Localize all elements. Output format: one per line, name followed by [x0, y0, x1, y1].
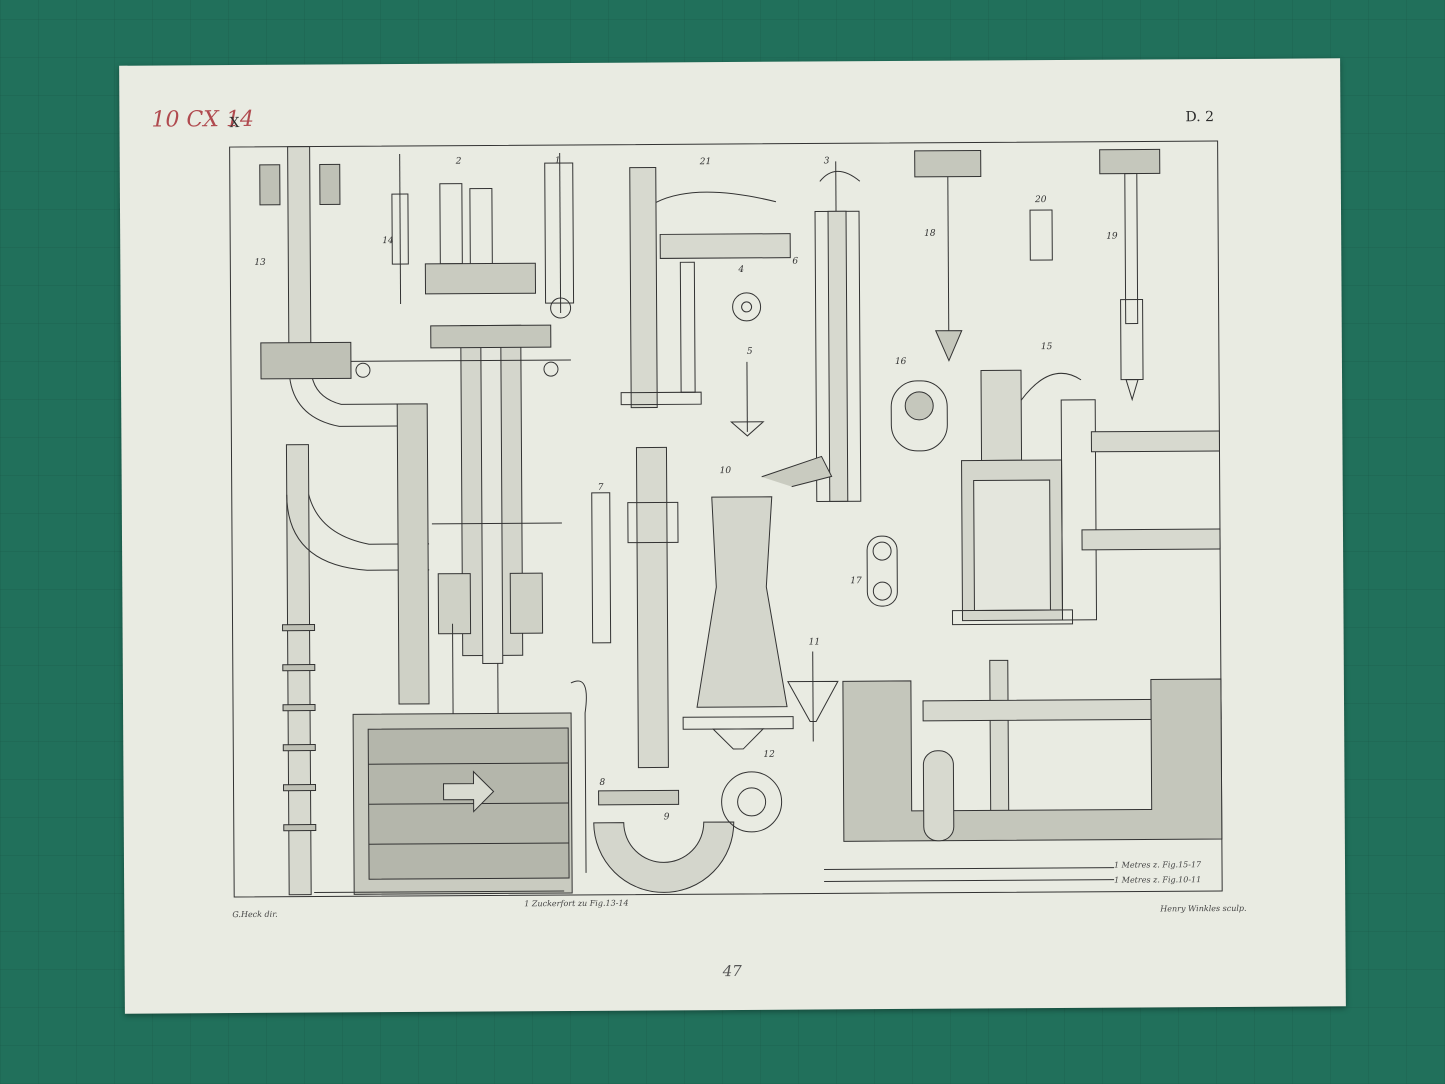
- figure-number-3: 3: [823, 156, 830, 167]
- central-pump-barrel: [350, 324, 571, 894]
- page-number: 47: [722, 961, 742, 981]
- figure-number-16: 16: [894, 356, 907, 368]
- masonry-well: [352, 680, 587, 895]
- figure-number-12: 12: [763, 749, 775, 760]
- figure-number-10: 10: [719, 466, 732, 477]
- fig3-tube-well: [814, 161, 862, 502]
- engraved-plate-sheet: 10 CX 14 X D. 2: [119, 58, 1346, 1014]
- fig18-19-20: [914, 148, 1161, 402]
- scale-bar-left: [314, 890, 565, 894]
- figure-number-15: 15: [1040, 342, 1053, 353]
- engraving-credit-director: G.Heck dir.: [232, 909, 278, 920]
- figure-number-14: 14: [382, 236, 394, 247]
- figure-number-18: 18: [924, 228, 936, 239]
- fig15-engine-pump: [842, 369, 1223, 842]
- figure-number-21: 21: [699, 157, 712, 168]
- figure-number-13: 13: [254, 257, 266, 268]
- scale-caption-right-top: 1 Metres z. Fig.15-17: [1113, 860, 1202, 870]
- fig13-pipe-assembly: [259, 146, 430, 896]
- figure-number-9: 9: [663, 812, 670, 823]
- scale-bar-right-bottom: [824, 879, 1115, 882]
- fig7-fig10: [591, 446, 833, 769]
- scale-caption-left: 1 Zuckerfort zu Fig.13-14: [524, 898, 629, 909]
- figure-number-5: 5: [746, 346, 753, 357]
- engraving-drawing: [229, 140, 1223, 898]
- figure-number-6: 6: [792, 256, 799, 267]
- engraving-credit-engraver: Henry Winkles sculp.: [1160, 903, 1247, 914]
- figure-number-7: 7: [597, 482, 604, 493]
- plate-frame: [229, 140, 1223, 898]
- fig8-9-11-12: [593, 651, 839, 893]
- figure-number-2: 2: [455, 156, 462, 167]
- figure-number-17: 17: [850, 576, 862, 587]
- figure-number-8: 8: [599, 777, 606, 788]
- figure-number-4: 4: [738, 264, 745, 275]
- scale-bar-right-top: [824, 867, 1115, 870]
- fig21-pump: [620, 166, 791, 437]
- scale-caption-right-bottom: 1 Metres z. Fig.10-11: [1114, 875, 1202, 885]
- figure-number-1: 1: [554, 156, 561, 167]
- small-figures-top-left: [391, 153, 575, 319]
- fig16-fig17: [866, 380, 948, 607]
- figure-number-20: 20: [1034, 195, 1047, 206]
- figure-number-11: 11: [808, 637, 821, 648]
- figure-number-19: 19: [1106, 231, 1118, 242]
